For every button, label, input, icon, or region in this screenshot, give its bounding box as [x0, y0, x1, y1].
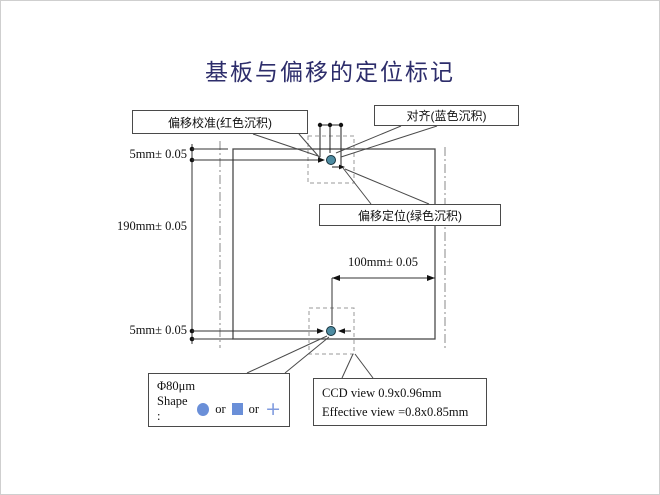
deposit-dot — [327, 122, 333, 128]
alignment-pointer — [335, 125, 402, 154]
offset-positioning-text: 偏移定位(绿色沉积) — [358, 208, 462, 223]
ccd-view-box: CCD view 0.9x0.96mm Effective view =0.8x… — [313, 378, 487, 426]
alignment-text: 对齐(蓝色沉积) — [406, 109, 487, 123]
offset-calibration-text: 偏移校准(红色沉积) — [168, 115, 272, 130]
mark-spec-pointer — [246, 335, 328, 374]
arrowhead — [317, 328, 324, 334]
or-text: or — [215, 401, 226, 416]
alignment-label: 对齐(蓝色沉积) — [374, 105, 519, 126]
bottom-positioning-mark — [326, 326, 336, 336]
substrate-outline — [232, 148, 436, 340]
mark-spec-pointer — [284, 336, 330, 374]
offset-calibration-pointer — [252, 133, 319, 157]
circle-shape-icon — [197, 402, 210, 416]
deposit-dot — [317, 122, 323, 128]
arrowhead — [338, 328, 345, 334]
effective-view-text: Effective view =0.8x0.85mm — [322, 405, 469, 419]
arrowhead — [332, 275, 340, 281]
offset-positioning-label: 偏移定位(绿色沉积) — [319, 204, 501, 226]
deposit-dot — [338, 122, 344, 128]
arrowhead — [427, 275, 435, 281]
ccd-view-text: CCD view 0.9x0.96mm — [322, 386, 442, 400]
bottom-offset-dimension: 5mm± 0.05 — [129, 323, 187, 337]
or-text: or — [248, 401, 260, 416]
arrowhead — [318, 157, 325, 163]
plus-shape-icon: + — [265, 397, 281, 420]
offset-calibration-pointer — [298, 133, 321, 159]
mark-diameter: Φ80μm — [157, 379, 196, 393]
offset-positioning-pointer — [344, 168, 430, 205]
shape-options-row: Shape : or or + — [157, 394, 281, 424]
ccd-box-pointer — [354, 353, 374, 379]
ccd-box-pointer — [341, 353, 354, 379]
alignment-pointer — [340, 125, 438, 158]
top-offset-dimension: 5mm± 0.05 — [129, 147, 187, 161]
vertical-span-dimension: 190mm± 0.05 — [116, 219, 187, 233]
shape-prefix: Shape : — [157, 394, 188, 423]
page-title: 基板与偏移的定位标记 — [205, 60, 455, 85]
top-positioning-mark — [326, 155, 336, 165]
offset-calibration-label: 偏移校准(红色沉积) — [132, 110, 308, 134]
mark-spec-box: Φ80μm Shape : or or + — [148, 373, 290, 427]
offset-positioning-pointer — [342, 167, 372, 205]
horizontal-span-dimension: 100mm± 0.05 — [347, 255, 419, 269]
square-shape-icon — [231, 403, 243, 415]
arrowhead — [339, 164, 345, 170]
